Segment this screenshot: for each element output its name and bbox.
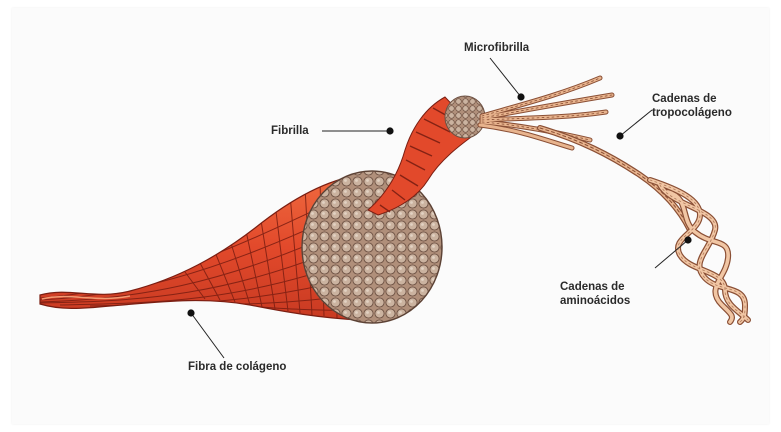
leader-fibrilla <box>322 127 394 134</box>
fiber-cross-section <box>302 171 442 323</box>
label-fibrilla: Fibrilla <box>271 124 309 138</box>
leader-fibra <box>187 309 224 358</box>
label-tropocolageno: Cadenas de tropocolágeno <box>652 92 732 120</box>
microfibril-strands <box>480 78 612 148</box>
label-microfibrilla: Microfibrilla <box>464 41 529 55</box>
amino-acid-triple-helix <box>650 180 748 322</box>
label-aminoacidos-line1: Cadenas de <box>560 280 630 294</box>
leader-tropocolageno <box>616 110 652 140</box>
label-tropocolageno-line1: Cadenas de <box>652 92 732 106</box>
label-fibra-colageno: Fibra de colágeno <box>188 360 286 374</box>
leader-microfibrilla <box>490 58 525 101</box>
fibril-shape <box>368 96 485 215</box>
label-aminoacidos: Cadenas de aminoácidos <box>560 280 630 308</box>
label-tropocolageno-line2: tropocolágeno <box>652 106 732 120</box>
label-aminoacidos-line2: aminoácidos <box>560 294 630 308</box>
